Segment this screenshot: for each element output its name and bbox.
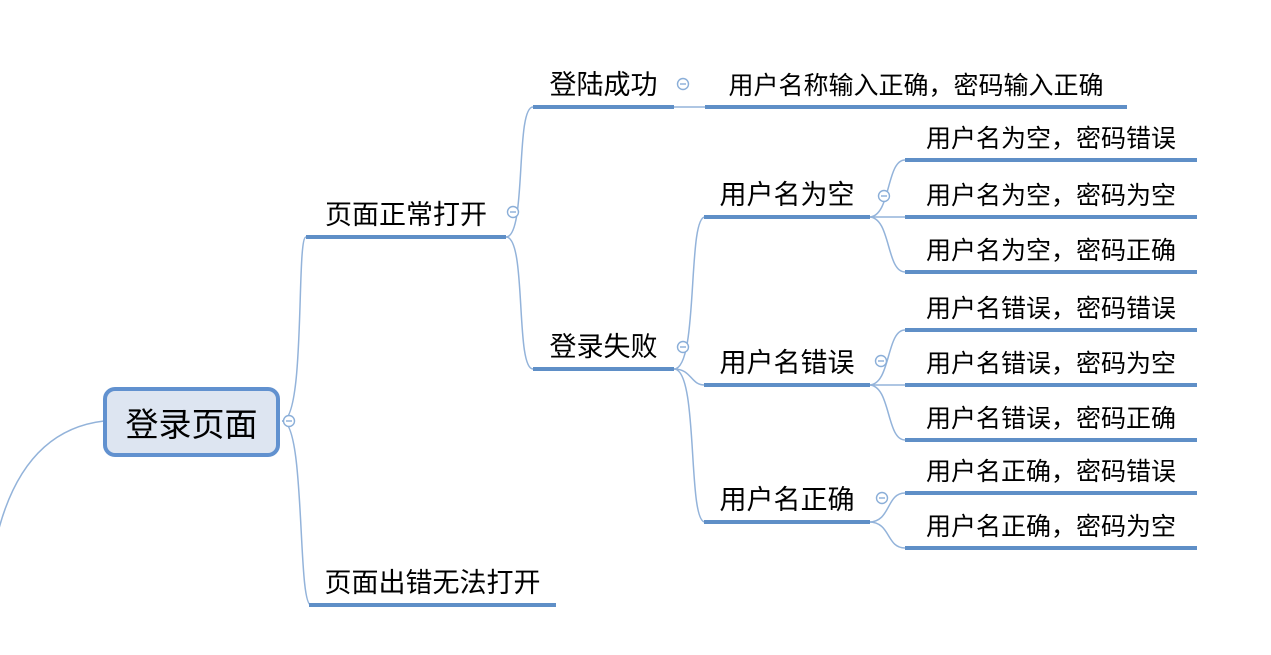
connector-root-page-error [281, 420, 312, 606]
topic-case-6[interactable]: 用户名正确，密码错误 [905, 455, 1197, 495]
topic-page-error[interactable]: 页面出错无法打开 [309, 563, 556, 607]
topic-case-5[interactable]: 用户名错误，密码正确 [905, 402, 1197, 442]
collapse-icon-user-empty[interactable] [877, 189, 891, 203]
collapse-icon-root[interactable] [282, 414, 296, 428]
topic-case-4[interactable]: 用户名错误，密码为空 [905, 347, 1197, 387]
collapse-icon-page-open[interactable] [506, 205, 520, 219]
collapse-icon-login-success[interactable] [676, 77, 690, 91]
connector-loginfail-user-empty [673, 216, 706, 370]
connector-offscreen-parent [0, 420, 105, 528]
connector-userwrong-case3 [868, 329, 906, 386]
connector-usercorrect-case6 [868, 492, 906, 523]
connector-loginfail-user-wrong [673, 368, 706, 386]
topic-case-1[interactable]: 用户名为空，密码为空 [905, 179, 1197, 219]
collapse-icon-user-wrong[interactable] [874, 354, 888, 368]
connector-userempty-case0 [868, 159, 906, 218]
topic-case-2[interactable]: 用户名为空，密码正确 [905, 234, 1197, 274]
connector-pageopen-login-success [505, 106, 534, 238]
topic-user-wrong[interactable]: 用户名错误 [704, 343, 870, 387]
connector-loginfail-user-correct [673, 368, 706, 523]
connector-pageopen-login-fail [505, 236, 534, 370]
topic-case-7[interactable]: 用户名正确，密码为空 [905, 510, 1197, 550]
connector-userempty-case2 [868, 216, 906, 273]
connector-userwrong-case5 [868, 384, 906, 441]
connector-root-page-open [281, 236, 307, 422]
topic-case-3[interactable]: 用户名错误，密码错误 [905, 292, 1197, 332]
topic-root[interactable]: 登录页面 [103, 387, 280, 457]
topic-login-fail[interactable]: 登录失败 [533, 327, 674, 371]
topic-page-open[interactable]: 页面正常打开 [306, 195, 506, 239]
collapse-icon-login-fail[interactable] [676, 340, 690, 354]
collapse-icon-user-correct[interactable] [875, 491, 889, 505]
topic-user-correct[interactable]: 用户名正确 [704, 480, 870, 524]
connector-usercorrect-case7 [868, 521, 906, 549]
topic-success-case[interactable]: 用户名称输入正确，密码输入正确 [705, 69, 1127, 109]
topic-case-0[interactable]: 用户名为空，密码错误 [905, 122, 1197, 162]
topic-login-success[interactable]: 登陆成功 [533, 65, 674, 109]
topic-user-empty[interactable]: 用户名为空 [704, 175, 870, 219]
